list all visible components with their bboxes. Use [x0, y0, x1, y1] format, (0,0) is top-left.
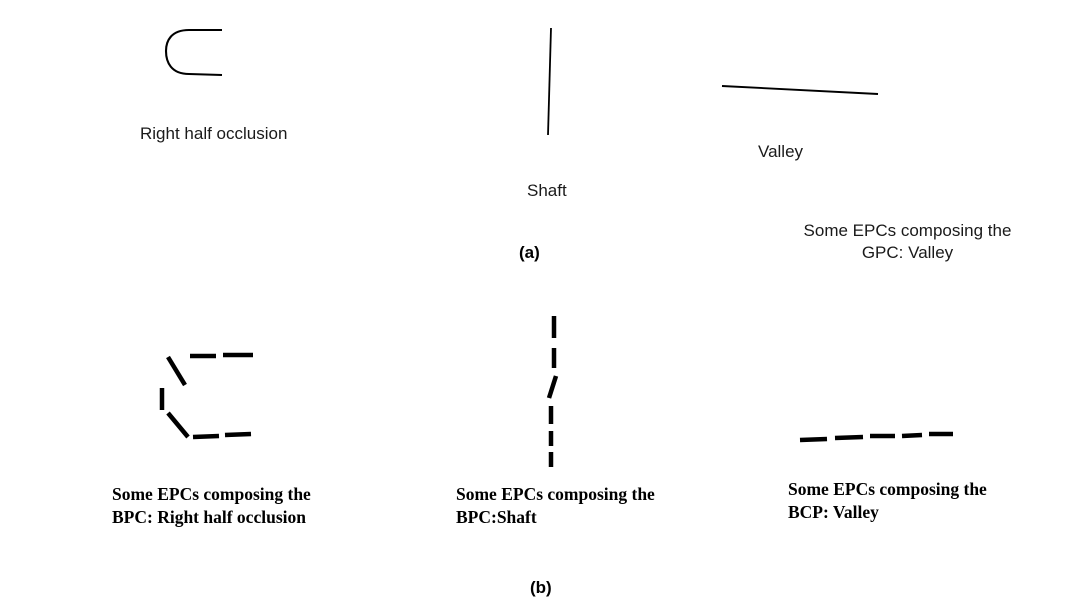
right-half-occlusion-glyph — [164, 28, 223, 77]
bpc-shaft-glyph — [546, 316, 559, 467]
bpc-right-half-occlusion-caption: Some EPCs composing the BPC: Right half … — [112, 484, 311, 527]
gpc-valley-caption: Some EPCs composing the GPC: Valley — [803, 221, 1012, 262]
shaft-glyph — [547, 27, 552, 136]
bpc-right-half-occlusion-glyph — [159, 352, 253, 440]
bpc-shaft-caption: Some EPCs composing the BPC:Shaft — [456, 484, 655, 527]
valley-glyph — [721, 85, 879, 95]
bcp-valley-caption: Some EPCs composing the BCP: Valley — [788, 479, 987, 522]
right-half-occlusion-caption: Right half occlusion — [140, 124, 288, 143]
panel-label-a: (a) — [519, 243, 540, 262]
bcp-valley-glyph — [799, 431, 953, 443]
shaft-caption: Shaft — [527, 181, 567, 200]
panel-label-b: (b) — [530, 578, 552, 597]
valley-caption: Valley — [758, 142, 804, 161]
